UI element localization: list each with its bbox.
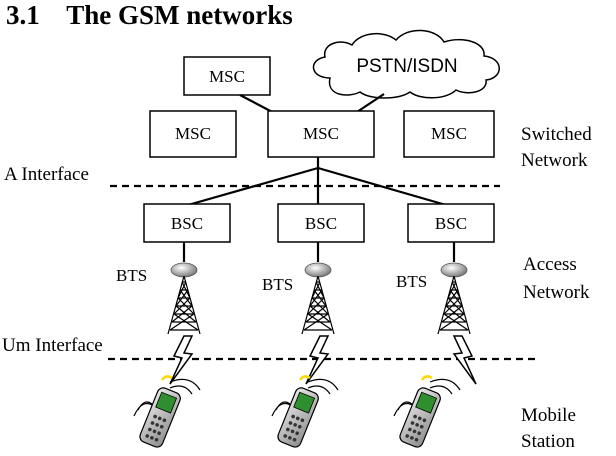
link-msc-bsc-1 (187, 166, 319, 207)
bts-tower-3 (437, 262, 471, 335)
bts-tower-1 (167, 262, 201, 335)
msc-box-center (267, 110, 375, 158)
bsc-label-1: BSC (171, 214, 203, 233)
section-access-line2: Network (523, 282, 590, 303)
mobile-phone-2-icon (270, 375, 340, 451)
pstn-cloud: PSTN/ISDN (312, 29, 500, 99)
bsc-box-3 (407, 203, 495, 243)
bsc-label-3: BSC (435, 214, 467, 233)
section-switched-line1: Switched (521, 124, 592, 145)
section-mobile-line1: Mobile (521, 405, 576, 426)
bsc-box-1 (143, 203, 231, 243)
bts-label-2: BTS (262, 275, 293, 294)
um-interface-label: Um Interface (2, 335, 103, 356)
section-mobile-line2: Station (521, 431, 575, 452)
msc-box-left (149, 110, 237, 158)
page-title: 3.1 The GSM networks (6, 0, 293, 30)
cloud-label: PSTN/ISDN (356, 56, 457, 77)
bts-label-1: BTS (116, 266, 147, 285)
msc-label-right: MSC (431, 124, 467, 143)
bts-tower-2 (301, 262, 335, 335)
a-interface-label: A Interface (4, 164, 89, 185)
link-msc-bsc-3 (317, 166, 447, 207)
bts-label-3: BTS (396, 272, 427, 291)
bsc-box-2 (277, 203, 365, 243)
msc-box-top (183, 56, 271, 96)
msc-label-left: MSC (175, 124, 211, 143)
section-switched-line2: Network (521, 150, 588, 171)
bsc-label-2: BSC (305, 214, 337, 233)
mobile-phone-1-icon (132, 375, 202, 451)
msc-label-center: MSC (303, 124, 339, 143)
msc-label-top: MSC (209, 67, 245, 86)
mobile-phone-3-icon (392, 375, 462, 451)
msc-box-right (403, 110, 495, 158)
section-access-line1: Access (523, 254, 577, 275)
